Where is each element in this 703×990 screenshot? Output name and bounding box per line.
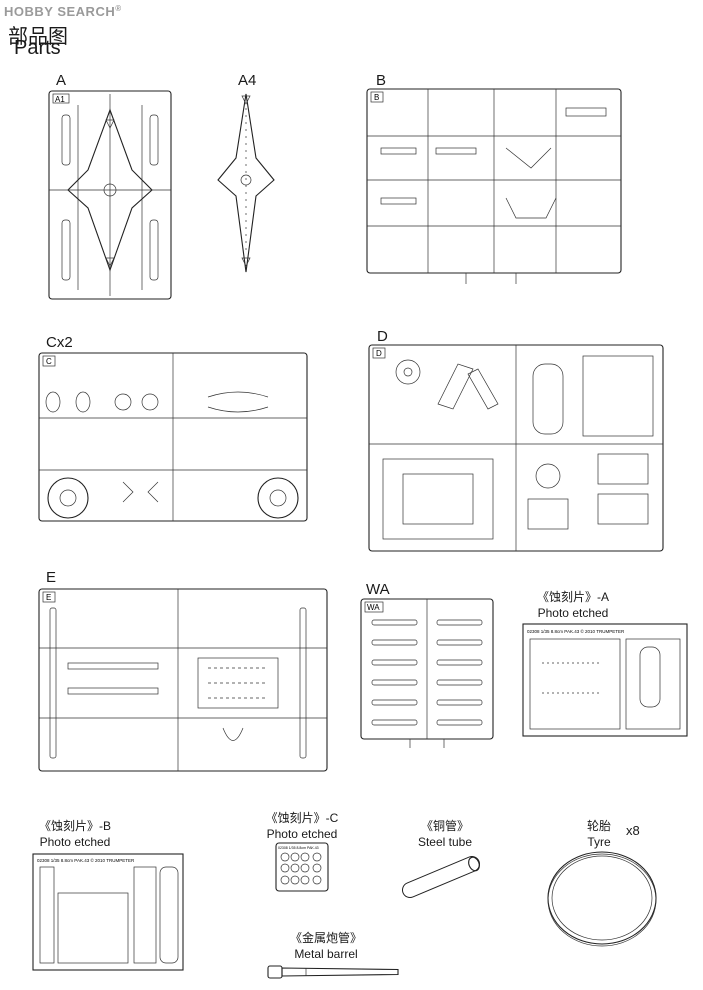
page-title-chinese: 部品图: [8, 26, 68, 48]
tyre-label-en: Tyre: [587, 835, 611, 849]
sprue-wa-tag: WA: [367, 603, 380, 612]
pe-a-diagram: 02308 1/35 8.8cm PAK.43 © 2010 TRUMPETER: [522, 623, 688, 737]
sprue-label-a: A: [56, 72, 67, 89]
sprue-label-d: D: [377, 328, 388, 345]
pe-c-label-en: Photo etched: [266, 827, 338, 841]
tyre-caption: 轮胎 Tyre: [566, 818, 632, 850]
pe-a-label-en: Photo etched: [537, 606, 609, 620]
sprue-label-e: E: [46, 569, 57, 586]
sprue-a-tag: A1: [55, 95, 65, 104]
sprue-c-tag: C: [46, 357, 52, 366]
sprue-d-diagram: D: [368, 344, 664, 554]
sprue-a4-diagram: [214, 88, 278, 278]
tyre-diagram: [544, 848, 660, 948]
pe-a-label-zh: 《蚀刻片》-A: [536, 590, 609, 604]
sprue-label-b: B: [376, 72, 387, 89]
steel-tube-diagram: [402, 856, 486, 900]
pe-a-plate-text: 02308 1/35 8.8cm PAK.43 © 2010 TRUMPETER: [527, 628, 625, 634]
metal-barrel-label-en: Metal barrel: [294, 947, 358, 961]
sprue-e-tag: E: [46, 593, 51, 602]
tyre-quantity: x8: [626, 823, 640, 838]
sprue-e-diagram: E: [38, 588, 328, 774]
hobby-search-watermark: HOBBY SEARCH®: [4, 4, 122, 19]
steel-tube-label-en: Steel tube: [417, 835, 473, 849]
steel-tube-label-zh: 《铜管》: [420, 819, 469, 833]
sprue-d-tag: D: [376, 349, 382, 358]
pe-c-label-zh: 《蚀刻片》-C: [265, 811, 339, 825]
pe-c-diagram: 02308 1/35 8.8cm PAK.43: [275, 842, 329, 892]
metal-barrel-diagram: [266, 960, 402, 982]
pe-b-label-en: Photo etched: [39, 835, 111, 849]
sprue-label-wa: WA: [366, 581, 390, 598]
sprue-a-diagram: A1: [48, 90, 172, 300]
sprue-wa-diagram: WA: [360, 598, 494, 750]
pe-b-caption: 《蚀刻片》-B Photo etched: [20, 818, 130, 850]
sprue-c-diagram: C: [38, 352, 308, 524]
pe-c-caption: 《蚀刻片》-C Photo etched: [262, 810, 342, 842]
metal-barrel-caption: 《金属炮管》 Metal barrel: [276, 930, 376, 962]
pe-b-diagram: 02308 1/35 8.8cm PAK.43 © 2010 TRUMPETER: [32, 853, 184, 971]
sprue-label-a4: A4: [238, 72, 257, 89]
tyre-label-zh: 轮胎: [586, 819, 611, 833]
steel-tube-caption: 《铜管》 Steel tube: [410, 818, 480, 850]
sprue-b-tag: B: [374, 93, 379, 102]
pe-b-plate-text: 02308 1/35 8.8cm PAK.43 © 2010 TRUMPETER: [37, 857, 135, 863]
sprue-label-cx2: Cx2: [46, 334, 73, 351]
page-title-english: Parts: [14, 37, 61, 59]
pe-b-label-zh: 《蚀刻片》-B: [38, 819, 111, 833]
pe-a-caption: 《蚀刻片》-A Photo etched: [518, 589, 628, 621]
pe-c-plate-text: 02308 1/35 8.8cm PAK.43: [278, 846, 319, 850]
sprue-b-diagram: B: [366, 88, 622, 288]
metal-barrel-label-zh: 《金属炮管》: [289, 931, 362, 945]
